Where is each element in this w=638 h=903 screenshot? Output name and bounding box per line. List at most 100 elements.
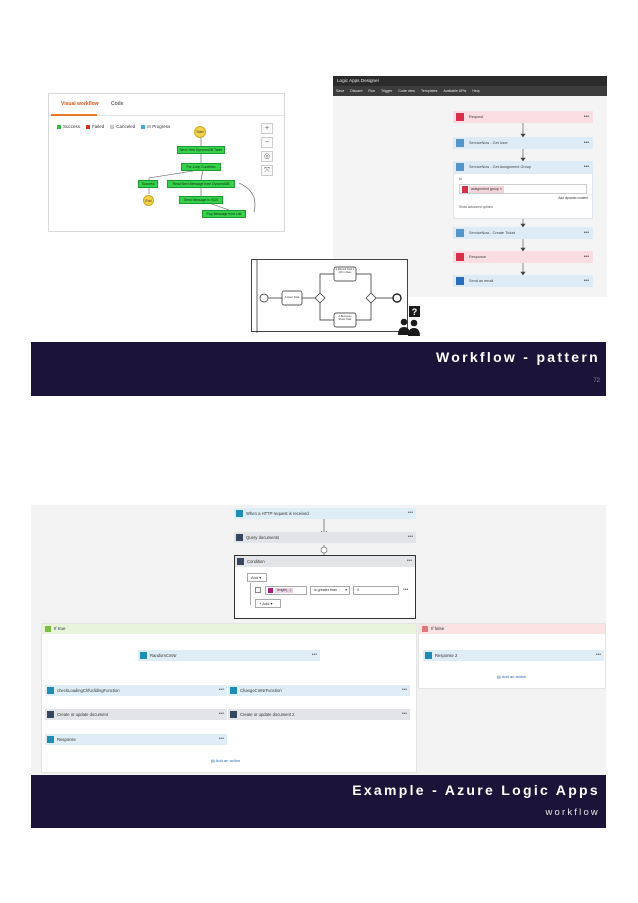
more-icon[interactable]: ••• [401, 687, 407, 693]
cross-icon [422, 626, 428, 632]
plus-icon: + [259, 601, 262, 606]
discard-button[interactable]: Discard [350, 89, 363, 93]
documentdb-icon [230, 711, 237, 718]
more-icon[interactable]: ••• [595, 652, 601, 658]
step-query-documents[interactable]: Query documents ••• [234, 532, 416, 543]
step-create-update-document-2[interactable]: Create or update document 2••• [228, 709, 410, 720]
chevron-down-icon: ▾ [259, 575, 262, 580]
id-input[interactable]: assignment group × [459, 184, 587, 194]
more-icon[interactable]: ••• [583, 114, 589, 120]
more-icon[interactable]: ••• [583, 254, 589, 260]
step-label: Request [469, 115, 484, 119]
step-label: Query documents [246, 535, 280, 540]
step-change-cmnr[interactable]: ChangeCmNrFunction ••• [228, 685, 410, 696]
more-icon[interactable]: ••• [218, 736, 224, 742]
token-close-icon[interactable]: × [499, 187, 502, 191]
available-apis-button[interactable]: Available APIs [443, 89, 467, 93]
more-icon[interactable]: ••• [583, 140, 589, 146]
center-button[interactable]: ◎ [261, 151, 273, 162]
more-icon[interactable]: ••• [218, 687, 224, 693]
servicenow-icon [456, 163, 464, 171]
condition-value-input[interactable]: 0 [353, 586, 399, 595]
step-create-ticket[interactable]: ServiceNow - Create Ticket ••• [453, 227, 593, 239]
save-button[interactable]: Save [336, 89, 345, 93]
function-icon [140, 652, 147, 659]
condition-card: Condition••• And ▾ length(...) is greate… [234, 555, 416, 619]
step-label: ServiceNow - Create Ticket [469, 231, 515, 235]
step-response[interactable]: Response••• [45, 734, 227, 745]
step-label: RandomCmNr [150, 653, 177, 658]
failed-swatch [86, 124, 91, 129]
run-button[interactable]: Run [368, 89, 375, 93]
node-for-loop[interactable]: For-Loop Condition [181, 163, 221, 171]
step-label: Create or update document [57, 712, 108, 717]
servicenow-icon [456, 229, 464, 237]
branch-label: If false [431, 626, 445, 631]
tab-visual-workflow[interactable]: Visual workflow [61, 101, 99, 107]
step-request[interactable]: Request ••• [453, 111, 593, 123]
designer-arrows [520, 123, 526, 276]
step-label: ServiceNow - Get Assignment Group [469, 165, 532, 169]
response-icon [47, 736, 54, 743]
more-icon[interactable]: ••• [583, 230, 589, 236]
node-success[interactable]: Success [138, 180, 158, 188]
tab-code[interactable]: Code [111, 101, 124, 107]
add-dynamic-content-link[interactable]: Add dynamic content [558, 196, 588, 200]
add-action-label: Add an action [501, 674, 527, 679]
trigger-button[interactable]: Trigger [380, 89, 393, 93]
more-icon[interactable]: ••• [218, 711, 224, 717]
assignment-group-card: Id assignment group × Add dynamic conten… [453, 173, 593, 219]
function-icon [230, 687, 237, 694]
request-token-icon [462, 186, 468, 193]
operator-label: is greater than [314, 588, 337, 592]
step-create-update-document[interactable]: Create or update document ••• [45, 709, 227, 720]
slide-subtitle: workflow [545, 807, 600, 818]
more-icon[interactable]: ••• [401, 711, 407, 717]
step-label: When a HTTP request is received [246, 511, 309, 516]
and-operator-dropdown[interactable]: And ▾ [247, 573, 267, 582]
add-action-true[interactable]: ▤ Add an action [211, 758, 240, 763]
step-get-assignment-group[interactable]: ServiceNow - Get Assignment Group ••• [453, 161, 593, 173]
row-checkbox[interactable] [255, 587, 261, 593]
add-action-false[interactable]: ▤ Add an action [497, 674, 526, 679]
more-icon[interactable]: ••• [403, 587, 409, 593]
step-send-email[interactable]: Send an email••• [453, 275, 593, 287]
add-action-label: Add an action [215, 758, 241, 763]
slide-title: Example - Azure Logic Apps [352, 782, 600, 798]
workflow-connectors [148, 138, 256, 213]
fit-button[interactable]: ⤧ [261, 165, 273, 176]
operator-dropdown[interactable]: is greater than▾ [310, 586, 350, 595]
condition-header[interactable]: Condition••• [235, 556, 415, 567]
templates-button[interactable]: Templates [421, 89, 438, 93]
add-condition-button[interactable]: + Add ▾ [255, 599, 281, 608]
node-read-next[interactable]: Read Next Message from DynamoDB [167, 180, 235, 188]
assignment-group-token[interactable]: assignment group × [469, 186, 504, 193]
zoom-out-button[interactable]: − [261, 137, 273, 148]
step-check-loading[interactable]: checkLoadingChfUdidingFunction••• [45, 685, 227, 696]
node-send-sqs[interactable]: Send Message to SQS [179, 196, 223, 204]
show-advanced-link[interactable]: Show advanced options [459, 205, 493, 209]
step-label: ChangeCmNrFunction [240, 688, 282, 693]
step-get-user[interactable]: ServiceNow - Get User••• [453, 137, 593, 149]
start-node[interactable]: Start [194, 126, 206, 138]
step-random-cmnr[interactable]: RandomCmNr ••• [138, 650, 320, 661]
node-hire-table[interactable]: Next: Hire DynamoDB Table [177, 146, 225, 154]
more-icon[interactable]: ••• [583, 278, 589, 284]
help-button[interactable]: Help [472, 89, 480, 93]
code-view-button[interactable]: Code view [398, 89, 416, 93]
step-http-trigger[interactable]: When a HTTP request is received ••• [234, 508, 416, 519]
more-icon[interactable]: ••• [407, 534, 413, 540]
length-token[interactable]: length(...) [275, 588, 294, 593]
more-icon[interactable]: ••• [583, 164, 589, 170]
end-node[interactable]: End [143, 195, 154, 206]
more-icon[interactable]: ••• [311, 652, 317, 658]
step-response[interactable]: Response••• [453, 251, 593, 263]
more-icon[interactable]: ••• [407, 510, 413, 516]
if-false-header: If false [419, 624, 605, 634]
zoom-in-button[interactable]: + [261, 123, 273, 134]
step-response-2[interactable]: Response 2••• [423, 650, 604, 661]
legend-label: Canceled [116, 124, 136, 129]
node-pop-message[interactable]: Pop Message from List [202, 210, 246, 218]
more-icon[interactable]: ••• [406, 558, 412, 564]
condition-left-input[interactable]: length(...) [265, 586, 307, 595]
